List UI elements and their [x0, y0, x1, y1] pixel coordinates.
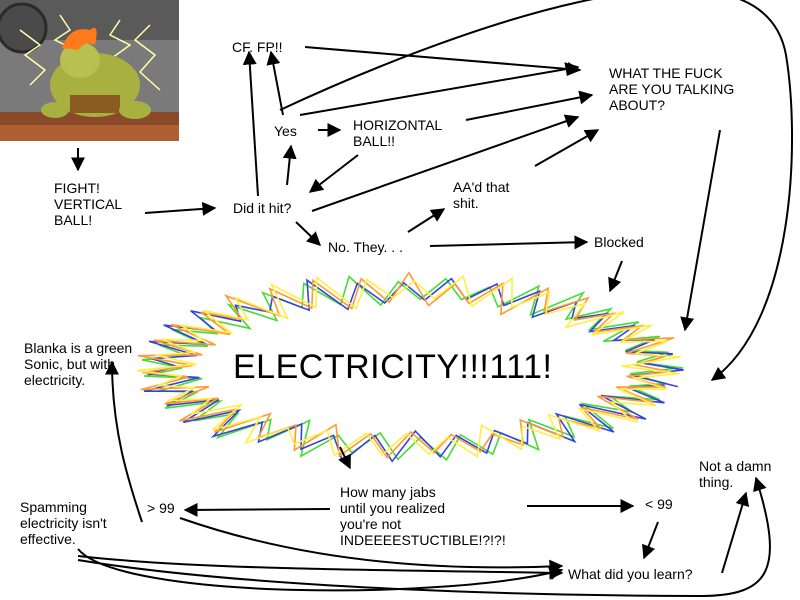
node-yes: Yes	[274, 123, 297, 139]
arrow-gt99-to-blanka	[105, 360, 143, 523]
node-what-learn: What did you learn?	[568, 566, 693, 582]
arrow-lt99-to-learn	[642, 521, 659, 560]
arrow-horizontal-to-didithit	[308, 154, 359, 193]
node-no-they: No. They. . .	[328, 239, 403, 255]
arrow-spamming-to-notadamn	[77, 476, 771, 598]
node-did-it-hit: Did it hit?	[233, 200, 292, 216]
node-spamming: Spamming electricity isn't effective.	[20, 499, 107, 547]
fighter-character-image	[0, 0, 179, 141]
node-horizontal-ball: HORIZONTAL BALL!!	[353, 117, 443, 149]
arrow-cf-curve-to-electricity	[279, 0, 794, 381]
arrow-no-to-aad	[407, 208, 446, 233]
node-how-many-jabs: How many jabs until you realized you're …	[340, 484, 506, 548]
node-wtf: WHAT THE FUCK ARE YOU TALKING ABOUT?	[609, 65, 735, 113]
node-blanka-sonic: Blanka is a green Sonic, but with electr…	[24, 340, 133, 388]
arrow-jabs-to-gt99	[183, 502, 331, 517]
arrow-didithit-to-wtf	[311, 114, 580, 212]
arrow-fight-to-didithit	[144, 201, 217, 216]
arrow-didithit-to-yes	[282, 144, 297, 186]
arrow-spamming-to-learn	[77, 555, 564, 580]
node-cf-fp: CF. FP!!	[232, 39, 283, 55]
electricity-scribble	[136, 271, 684, 463]
arrow-no-to-blocked	[429, 235, 589, 250]
arrow-blocked-to-electricity	[608, 260, 623, 293]
arrow-spamming-to-blanka	[77, 548, 564, 592]
node-lt99: < 99	[645, 496, 673, 512]
node-fight-vertical-ball: FIGHT! VERTICAL BALL!	[54, 180, 123, 228]
arrow-cf-to-wtf	[304, 46, 582, 76]
node-gt99: > 99	[147, 500, 175, 516]
node-aad-that: AA'd that shit.	[453, 179, 510, 211]
scribble-ring	[137, 271, 675, 459]
arrow-yes-to-cf	[266, 50, 284, 116]
node-blocked: Blocked	[594, 234, 644, 250]
flow-arrows	[71, 0, 794, 598]
arrow-aad-to-wtf	[534, 129, 600, 167]
arrow-yes-to-wtf	[299, 62, 580, 116]
arrow-wtf-to-electricity	[680, 129, 721, 332]
arrow-horizontal-to-wtf	[465, 90, 594, 121]
scribble-ring	[136, 275, 681, 458]
node-electricity: ELECTRICITY!!!111!	[233, 348, 553, 386]
arrow-electricity-to-jabs	[338, 446, 351, 470]
arrow-didithit-to-no	[295, 221, 322, 246]
arrow-didithit-to-cf	[242, 50, 259, 197]
arrow-gt99-to-learn	[179, 517, 564, 574]
node-not-a-damn: Not a damn thing.	[699, 458, 772, 490]
arrow-learn-to-notadamn	[721, 491, 750, 574]
